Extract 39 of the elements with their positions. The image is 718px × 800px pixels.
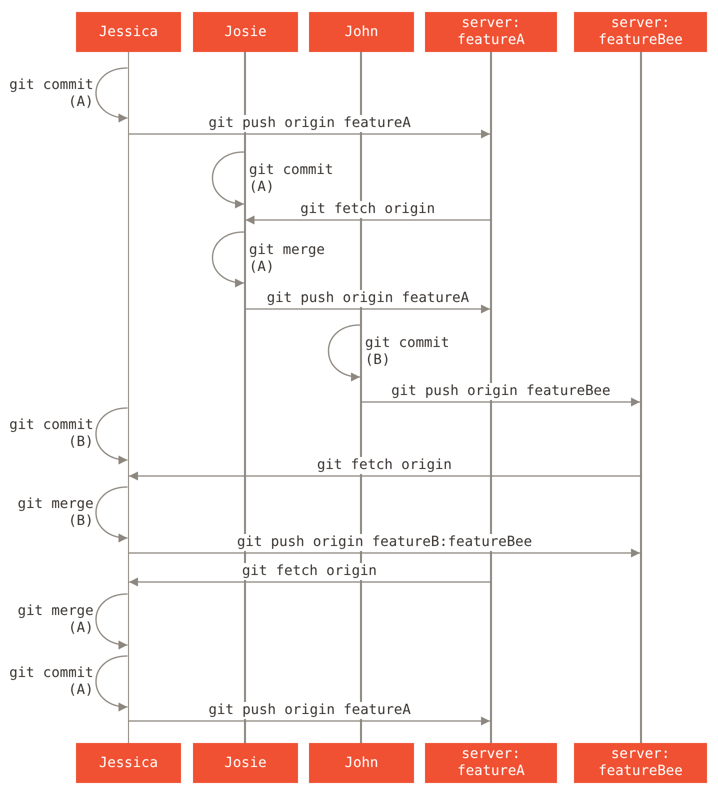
participant-box: Jessica	[76, 12, 181, 52]
message-arrow	[129, 548, 640, 558]
message-arrow	[129, 130, 490, 138]
message-arrow	[129, 578, 490, 586]
self-message-arrow	[328, 324, 360, 381]
participant-box: server: featureA	[425, 12, 557, 52]
self-message-arrow	[212, 231, 244, 287]
message-arrow	[129, 716, 490, 726]
lifeline	[244, 52, 246, 743]
self-message-arrow	[95, 655, 128, 711]
self-message-arrow	[212, 151, 244, 208]
participant-box: server: featureBee	[574, 743, 707, 783]
edge-label: git push origin featureBee	[391, 383, 610, 400]
edge-label: git push origin featureA	[208, 702, 411, 719]
participant-box: server: featureBee	[574, 12, 707, 52]
edge-label: git push origin featureA	[266, 290, 470, 307]
lifeline	[640, 52, 642, 743]
message-arrow	[129, 472, 640, 480]
message-arrow	[246, 304, 490, 314]
lifeline	[360, 52, 362, 743]
message-arrow	[246, 216, 490, 224]
self-message-arrow	[95, 593, 128, 649]
edge-label: git fetch origin	[317, 457, 452, 474]
lifeline	[490, 52, 492, 743]
lifeline	[128, 52, 129, 743]
participant-box: Jessica	[76, 743, 181, 783]
edge-label: git fetch origin	[300, 201, 436, 218]
participant-box: Josie	[193, 743, 298, 783]
participant-box: John	[309, 743, 414, 783]
edge-label: git fetch origin	[242, 563, 377, 580]
participant-box: John	[309, 12, 414, 52]
participant-box: Josie	[193, 12, 298, 52]
self-message-arrow	[95, 486, 128, 542]
self-message-arrow	[95, 67, 128, 122]
message-arrow	[362, 398, 640, 406]
edge-label: git push origin featureA	[208, 115, 411, 132]
self-message-arrow	[95, 407, 128, 464]
edge-label: git push origin featureB:featureBee	[237, 534, 532, 551]
participant-box: server: featureA	[425, 743, 557, 783]
